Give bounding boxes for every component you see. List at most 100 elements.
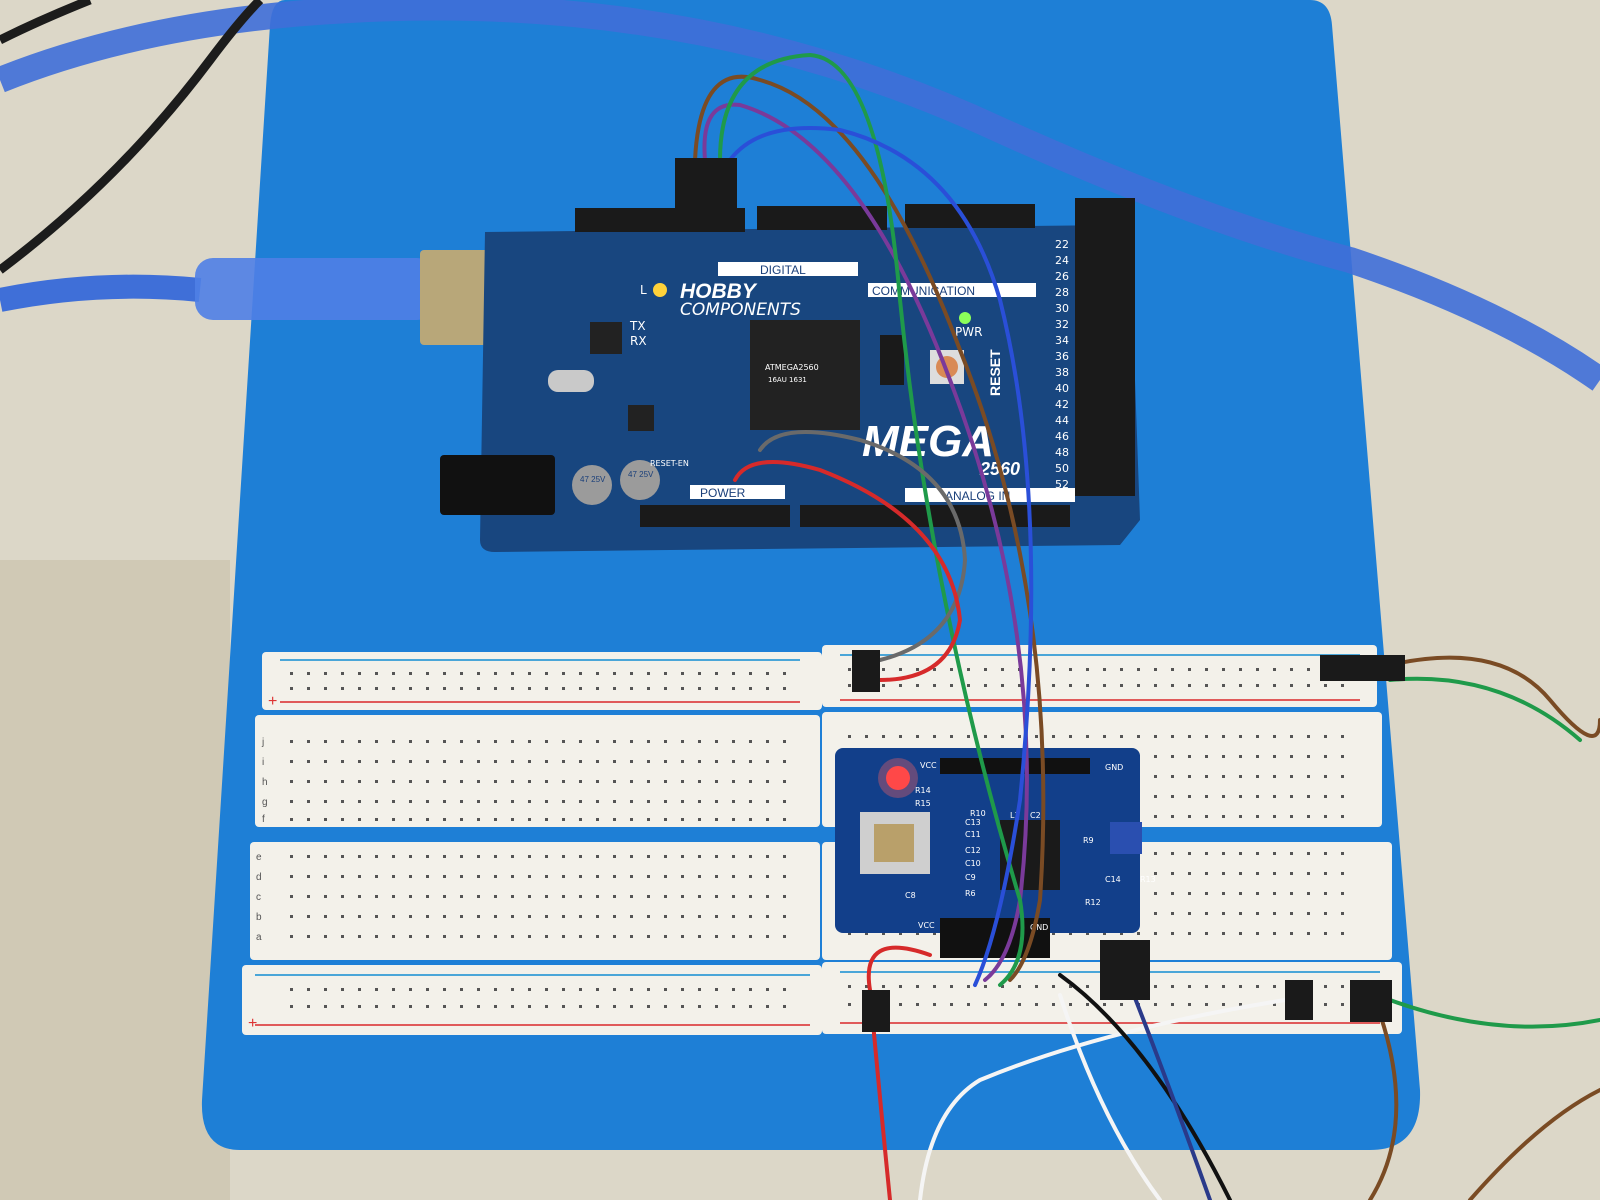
breadboard-hole [882, 684, 885, 687]
pin-46: 46 [1055, 430, 1069, 443]
breadboard-hole [1069, 668, 1072, 671]
right-power-rail-top [822, 645, 1377, 707]
breadboard-hole [324, 855, 327, 858]
breadboard-hole [916, 985, 919, 988]
breadboard-hole [916, 684, 919, 687]
header-connector-top [675, 158, 737, 216]
breadboard-hole [664, 800, 667, 803]
breadboard-hole [1341, 684, 1344, 687]
breadboard-hole [426, 935, 429, 938]
pin-26: 26 [1055, 270, 1069, 283]
breadboard-hole [409, 760, 412, 763]
breadboard-hole [1205, 795, 1208, 798]
breadboard-hole [613, 687, 616, 690]
reset-label: RESET [987, 349, 1003, 396]
breadboard-hole [443, 935, 446, 938]
breadboard-hole [967, 668, 970, 671]
breadboard-hole [596, 875, 599, 878]
breadboard-hole [865, 735, 868, 738]
rail-connector-bottom-left [862, 990, 890, 1032]
breadboard-hole [698, 818, 701, 821]
breadboard-hole [375, 935, 378, 938]
breadboard-hole [630, 915, 633, 918]
breadboard-hole [562, 800, 565, 803]
breadboard-hole [1018, 735, 1021, 738]
ref-r10: R10 [970, 809, 986, 818]
breadboard-hole [358, 687, 361, 690]
breadboard-hole [1307, 872, 1310, 875]
module-gnd-bottom: GND [1030, 923, 1048, 932]
l-led [653, 283, 667, 297]
breadboard-hole [1239, 668, 1242, 671]
breadboard-hole [766, 818, 769, 821]
module-red-led-glow [878, 758, 918, 798]
breadboard-hole [848, 1003, 851, 1006]
breadboard-hole [882, 735, 885, 738]
breadboard-hole [950, 684, 953, 687]
row-j: j [261, 737, 264, 748]
breadboard-hole [882, 985, 885, 988]
breadboard-hole [1307, 795, 1310, 798]
cap-label-2: 47 25V [628, 470, 654, 479]
usb-chip [590, 322, 622, 354]
breadboard-hole [766, 935, 769, 938]
breadboard-hole [324, 818, 327, 821]
rail-connector-left [852, 650, 880, 692]
usb-plug-body [195, 258, 435, 320]
power-label: POWER [700, 486, 746, 500]
breadboard-hole [596, 687, 599, 690]
breadboard-hole [1239, 755, 1242, 758]
breadboard-hole [426, 800, 429, 803]
breadboard-hole [933, 684, 936, 687]
breadboard-left: + + [242, 652, 822, 1035]
breadboard-hole [426, 780, 429, 783]
breadboard-hole [562, 672, 565, 675]
breadboard-hole [1324, 735, 1327, 738]
breadboard-hole [1307, 755, 1310, 758]
breadboard-hole [1256, 852, 1259, 855]
breadboard-hole [1120, 932, 1123, 935]
breadboard-hole [375, 818, 378, 821]
breadboard-hole [460, 915, 463, 918]
breadboard-hole [647, 915, 650, 918]
breadboard-hole [749, 760, 752, 763]
breadboard-hole [1188, 852, 1191, 855]
breadboard-hole [630, 780, 633, 783]
breadboard-hole [494, 687, 497, 690]
dc-jack [440, 455, 555, 515]
breadboard-hole [766, 855, 769, 858]
breadboard-hole [307, 988, 310, 991]
breadboard-hole [1137, 684, 1140, 687]
breadboard-hole [1273, 755, 1276, 758]
power-label-bg [690, 485, 785, 499]
breadboard-hole [749, 935, 752, 938]
breadboard-hole [307, 780, 310, 783]
breadboard-hole [916, 1003, 919, 1006]
breadboard-hole [1188, 668, 1191, 671]
breadboard-hole [899, 985, 902, 988]
breadboard-hole [1256, 815, 1259, 818]
breadboard-hole [596, 895, 599, 898]
breadboard-hole [511, 740, 514, 743]
breadboard-hole [1205, 892, 1208, 895]
breadboard-hole [1154, 795, 1157, 798]
breadboard-hole [681, 818, 684, 821]
breadboard-hole [528, 935, 531, 938]
breadboard-hole [613, 895, 616, 898]
breadboard-hole [579, 895, 582, 898]
breadboard-hole [528, 740, 531, 743]
breadboard-hole [426, 760, 429, 763]
breadboard-hole [1171, 668, 1174, 671]
breadboard-hole [409, 988, 412, 991]
breadboard-hole [664, 915, 667, 918]
pin-24: 24 [1055, 254, 1069, 267]
breadboard-hole [290, 818, 293, 821]
black-cable [0, 0, 264, 274]
breadboard-hole [494, 780, 497, 783]
breadboard-hole [766, 760, 769, 763]
wire-green-right-2 [1388, 998, 1600, 1029]
breadboard-hole [1205, 735, 1208, 738]
breadboard-hole [409, 915, 412, 918]
breadboard-hole [1001, 668, 1004, 671]
breadboard-hole [613, 988, 616, 991]
